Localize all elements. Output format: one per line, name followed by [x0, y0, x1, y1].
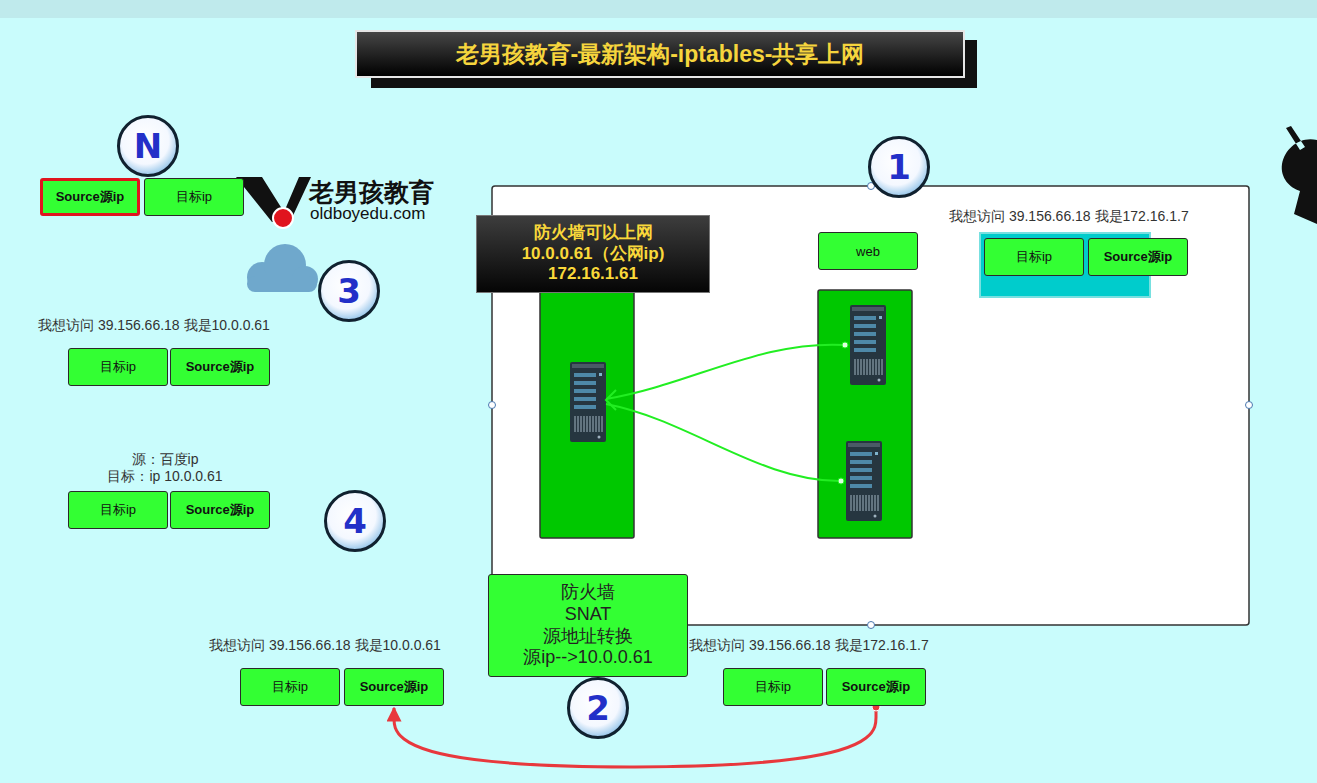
ip-field-box: 目标ip [68, 348, 168, 386]
ip-field-box: Source源ip [1088, 238, 1188, 276]
box-label: 目标ip [272, 678, 308, 696]
network-wire [606, 345, 845, 481]
ip-field-box: 目标ip [144, 178, 244, 216]
packet-caption: 我想访问 39.156.66.18 我是10.0.0.61 [38, 317, 270, 335]
figure-silhouette [1282, 126, 1317, 224]
callout-number: 2 [567, 677, 629, 739]
cloud-icon [247, 244, 318, 292]
box-label: 目标ip [176, 188, 212, 206]
server-icon [846, 441, 882, 521]
callout-number: 1 [868, 136, 930, 198]
box-label: 目标ip [755, 678, 791, 696]
packet-caption: 我想访问 39.156.66.18 我是10.0.0.61 [209, 637, 441, 655]
box-label: 防火墙 SNAT 源地址转换 源ip-->10.0.0.61 [497, 582, 679, 668]
ip-field-box: 目标ip [240, 668, 340, 706]
box-label: 目标ip [100, 358, 136, 376]
packet-caption: 我想访问 39.156.66.18 我是172.16.1.7 [949, 208, 1189, 226]
callout-number: N [117, 115, 179, 177]
ip-field-box: 目标ip [984, 238, 1084, 276]
firewall-header: 防火墙可以上网 10.0.0.61（公网ip) 172.16.1.61 [476, 215, 710, 293]
ip-field-box: Source源ip [40, 178, 140, 216]
box-label: Source源ip [842, 678, 911, 696]
packet-caption: 目标：ip 10.0.0.61 [107, 468, 222, 486]
ip-field-box: Source源ip [170, 491, 270, 529]
wire-dot [838, 478, 844, 484]
firewall-column [540, 291, 634, 538]
box-label: Source源ip [56, 188, 125, 206]
box-label: 目标ip [100, 501, 136, 519]
box-label: web [856, 244, 880, 259]
box-label: Source源ip [360, 678, 429, 696]
snat-box: 防火墙 SNAT 源地址转换 源ip-->10.0.0.61 [488, 574, 688, 677]
packet-caption: 源：百度ip [132, 451, 199, 469]
server-icon [570, 362, 606, 442]
ip-field-box: Source源ip [344, 668, 444, 706]
top-band [0, 0, 1317, 18]
box-label: 目标ip [1016, 248, 1052, 266]
box-label: Source源ip [1104, 248, 1173, 266]
web-column [818, 290, 912, 538]
web-label-box: web [818, 232, 918, 270]
callout-number: 4 [324, 490, 386, 552]
logo-text: oldboyedu.com [310, 204, 425, 224]
box-label: Source源ip [186, 501, 255, 519]
packet-caption: 我想访问 39.156.66.18 我是172.16.1.7 [689, 637, 929, 655]
logo-mark [236, 177, 311, 228]
ip-field-box: Source源ip [170, 348, 270, 386]
title-bar: 老男孩教育-最新架构-iptables-共享上网 [355, 30, 965, 78]
ip-field-box: 目标ip [723, 668, 823, 706]
callout-number: 3 [318, 260, 380, 322]
box-label: Source源ip [186, 358, 255, 376]
flow-arrow [394, 707, 876, 767]
title-text: 老男孩教育-最新架构-iptables-共享上网 [456, 39, 865, 70]
box-label: 防火墙可以上网 10.0.0.61（公网ip) 172.16.1.61 [485, 223, 701, 284]
server-icon [850, 305, 886, 385]
wire-dot [842, 342, 848, 348]
ip-field-box: Source源ip [826, 668, 926, 706]
ip-field-box: 目标ip [68, 491, 168, 529]
